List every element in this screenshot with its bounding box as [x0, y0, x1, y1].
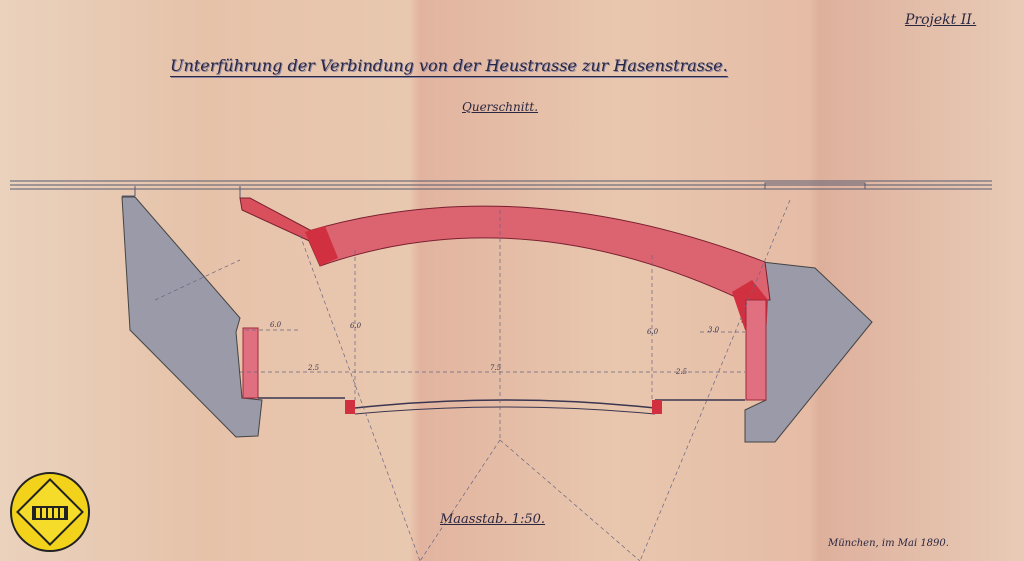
road-floor [258, 397, 745, 415]
dimension-label: 3.0 [708, 326, 720, 334]
track-lines [10, 180, 992, 198]
dimension-label: 7.5 [490, 364, 502, 372]
left-abutment [121, 196, 263, 438]
dimension-label: 2.5 [308, 364, 320, 372]
right-curb [652, 400, 662, 414]
project-label: Projekt II. [905, 12, 977, 28]
construction-lines [154, 199, 791, 561]
left-brick-pillar [242, 327, 259, 399]
tram-emblem-icon [10, 472, 90, 552]
dimension-label: 6.0 [270, 321, 282, 329]
arch-vault [304, 205, 771, 301]
place-date: München, im Mai 1890. [828, 538, 949, 549]
drawing-title: Unterführung der Verbindung von der Heus… [170, 56, 728, 75]
scale-label: Maasstab. 1:50. [440, 512, 546, 527]
right-brick-pillar [745, 299, 767, 401]
left-curb [345, 400, 355, 414]
tram-icon [32, 506, 68, 520]
drawing-subtitle: Querschnitt. [462, 100, 539, 114]
dimension-label: 2.5 [676, 368, 688, 376]
left-springer [305, 226, 338, 266]
dimension-label: 6.0 [647, 328, 659, 336]
dimension-label: 6.0 [350, 322, 362, 330]
left-wing-strip [239, 197, 317, 245]
